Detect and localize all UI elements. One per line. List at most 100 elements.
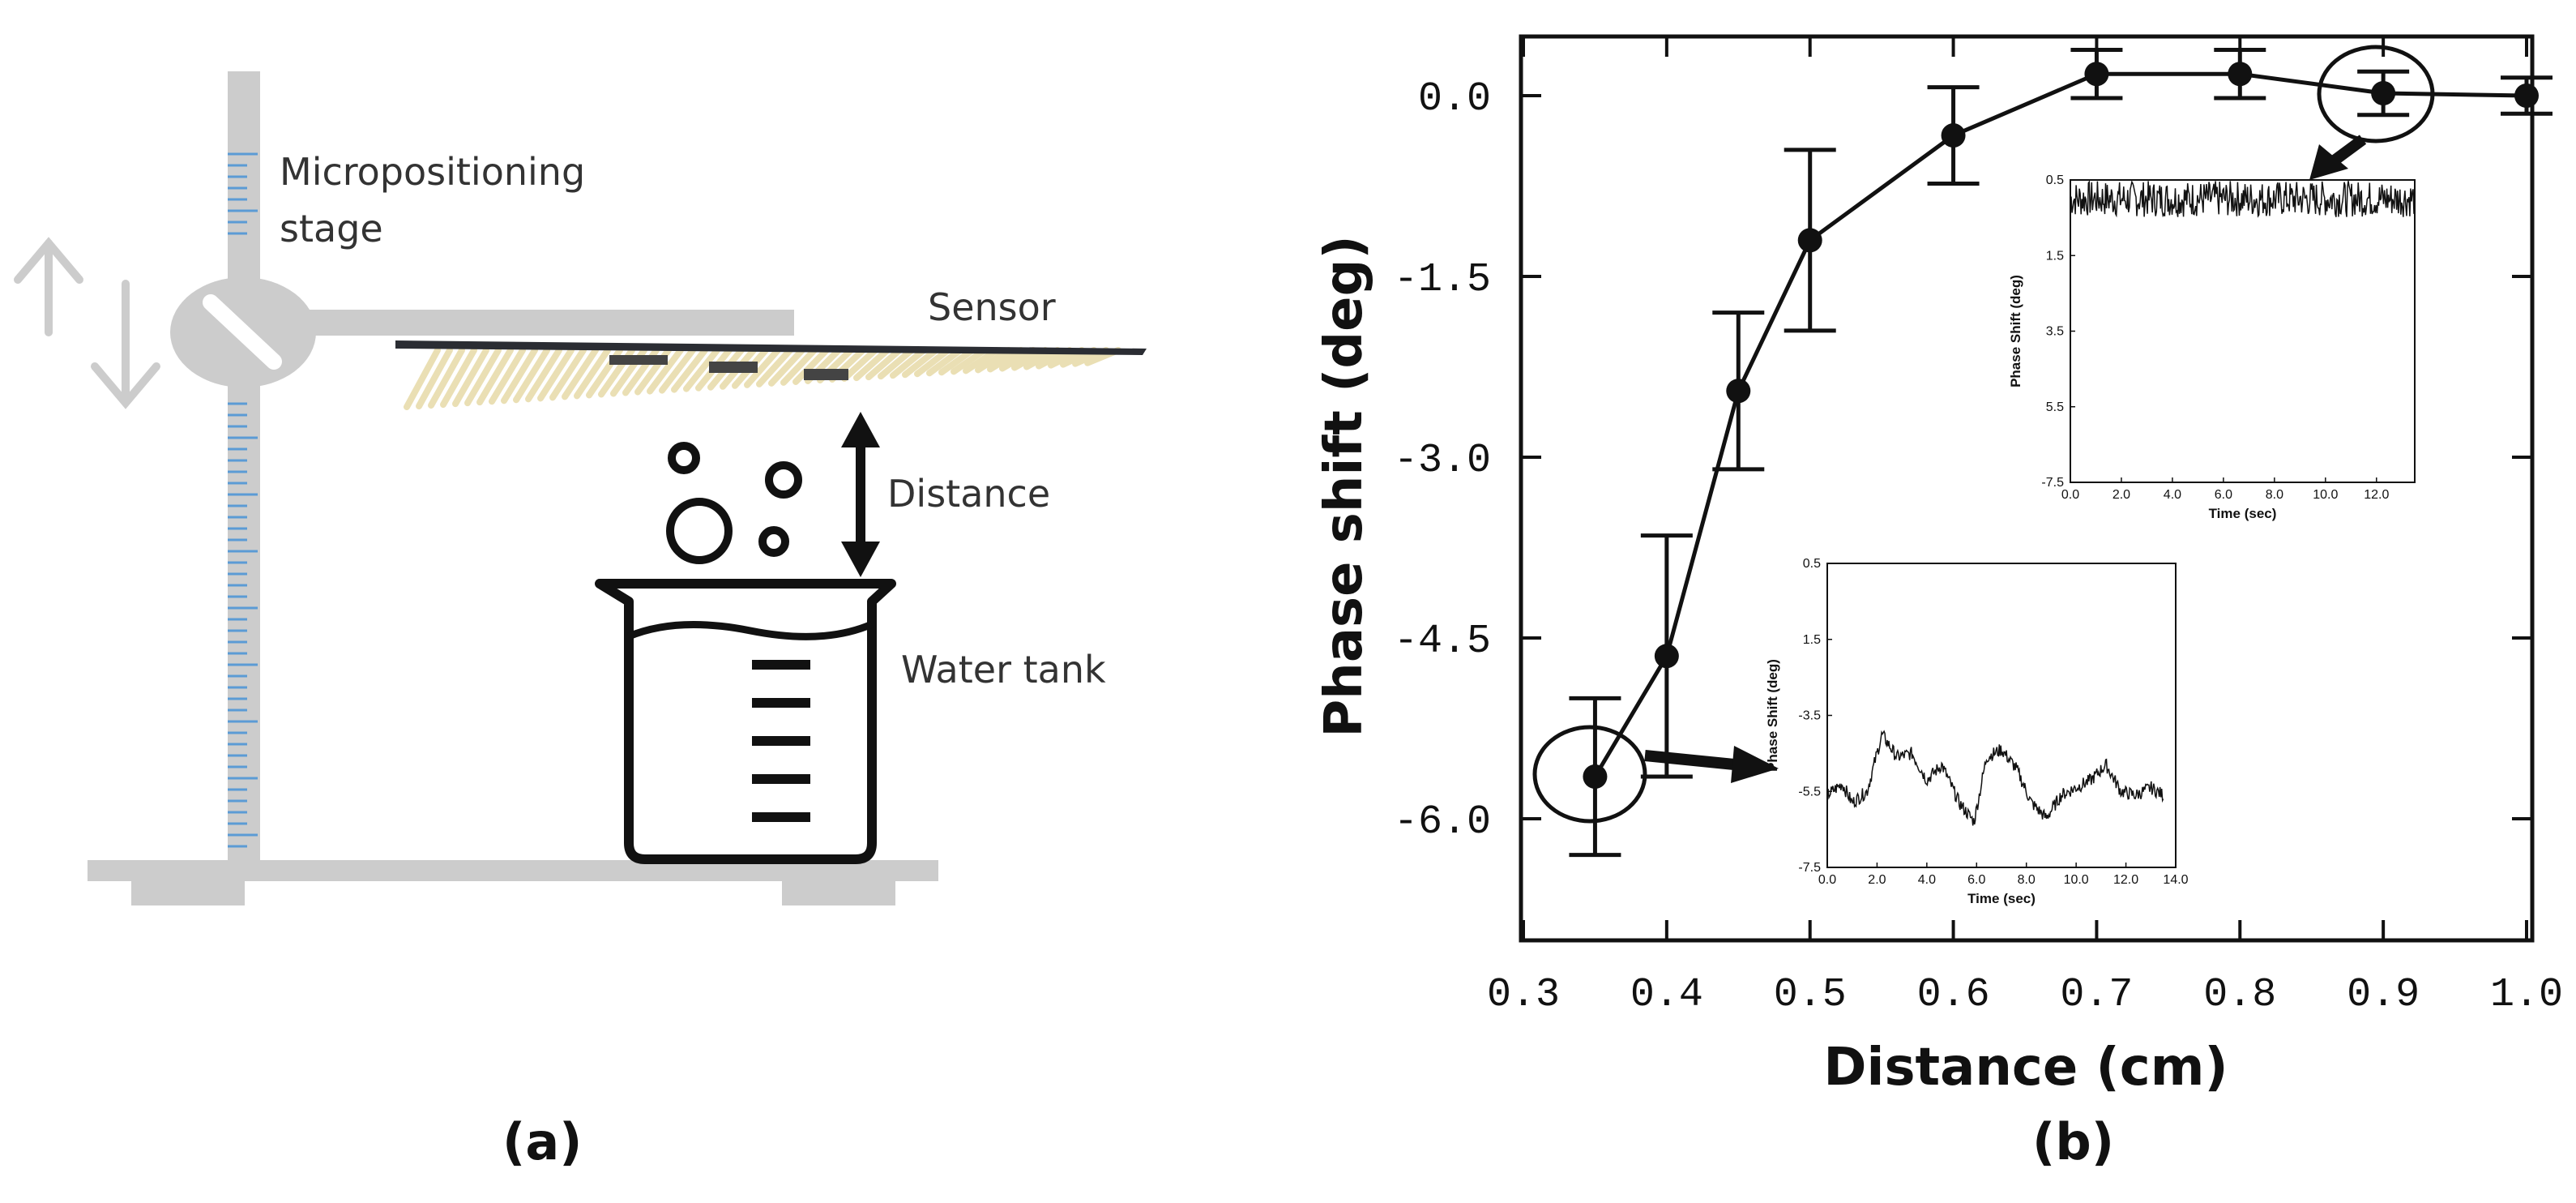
rod-scale [228,152,258,848]
sensor-finger [951,347,988,375]
inset-x-tick-label: 0.0 [2061,488,2079,502]
x-tick-label: 0.8 [2203,972,2276,1018]
inset-ylabel: Phase Shift (deg) [2008,275,2023,387]
up-down-arrows-icon [14,237,160,409]
sensor-finger [549,347,587,401]
inset-y-tick-label: 5.5 [2046,400,2064,414]
inset-x-tick-label: 10.0 [2313,488,2338,502]
inset-x-tick-label: 0.0 [1818,873,1836,887]
sensor-finger [841,347,878,383]
sensor-finger [878,347,915,380]
inset-x-tick-label: 6.0 [2215,488,2232,502]
sensor-label: Sensor [928,285,1056,329]
inset-y-tick-label: 1.5 [2046,249,2064,263]
data-point [2228,62,2253,87]
inset-x-tick-label: 4.0 [2164,488,2181,502]
inset-y-tick-label: 0.5 [1803,557,1821,571]
inset-x-tick-label: 6.0 [1967,873,1985,887]
distance-arrow-icon [841,412,880,577]
inset-xlabel: Time (sec) [1967,891,2036,906]
data-point [2371,81,2396,106]
y-tick-label: -1.5 [1394,257,1491,303]
inset-y-tick-label: -7.5 [2041,476,2064,490]
inset-x-tick-label: 8.0 [2018,873,2036,887]
sensor-finger [464,347,502,407]
y-tick-label: -6.0 [1394,799,1491,846]
inset-frame [2070,179,2416,483]
x-tick-label: 1.0 [2490,972,2563,1018]
sensor-finger [659,347,696,394]
pointer-arrow-low [1644,746,1779,783]
stand-arm [267,310,794,336]
sensor-finger [744,347,781,388]
x-tick-label: 0.3 [1487,972,1560,1018]
sensor-finger [440,347,477,409]
sensor-finger [501,347,538,405]
inset-lower-trace [1826,730,2164,826]
sensor-finger [926,347,963,377]
main-plot-frame [1519,34,2535,943]
sensor-finger [683,347,720,392]
data-point [2084,62,2109,87]
sensor-finger [671,347,708,393]
inset-y-tick-label: -3.5 [1798,709,1821,723]
sensor-finger [853,347,891,382]
main-ylabel: Phase shift (deg) [1314,235,1374,737]
highlight-ellipse-high [2317,45,2435,143]
distance-label: Distance [887,472,1050,516]
inset-xlabel: Time (sec) [2209,506,2277,521]
inset-upper-trace [2070,180,2416,218]
stage-label-2: stage [280,207,383,250]
inset-x-tick-label: 12.0 [2113,873,2138,887]
x-tick-label: 0.5 [1774,972,1847,1018]
sensor-board [395,340,1147,410]
y-tick-label: -3.0 [1394,438,1491,484]
x-tick-label: 0.9 [2347,972,2420,1018]
stand-foot-left [131,881,245,905]
data-point [1797,228,1822,253]
sensor-finger [902,347,939,379]
sensor-finger [452,347,489,408]
water-tank-icon [595,579,896,864]
inset-x-tick-label: 14.0 [2163,873,2188,887]
sensor-finger [525,347,562,403]
inset-x-tick-label: 12.0 [2364,488,2389,502]
sensor-finger [513,347,550,404]
inset-y-tick-label: -5.5 [1798,785,1821,798]
sensor-finger [865,347,903,381]
data-point [2514,83,2539,108]
sensor-finger [416,347,453,410]
panel-b-label: (b) [2032,1112,2114,1171]
x-tick-label: 0.4 [1630,972,1703,1018]
sensor-finger [938,347,976,376]
clamp-slot [203,294,282,370]
sensor-finger [574,347,611,400]
data-point [1654,644,1679,669]
sensor-finger [780,347,818,386]
sensor-finger [768,347,805,387]
sensor-finger [756,347,793,387]
highlight-ellipse-low [1532,725,1647,824]
sensor-finger [914,347,951,378]
inset-x-tick-label: 2.0 [2112,488,2130,502]
inset-ylabel: Phase Shift (deg) [1765,659,1780,772]
pointer-arrow-high [2309,135,2367,180]
sensor-finger [562,347,599,400]
y-tick-label: -4.5 [1394,619,1491,665]
main-xlabel: Distance (cm) [1823,1038,2228,1098]
sensor-finger [489,347,526,405]
sensor-finger [792,347,830,385]
stage-label: Micropositioning [280,150,585,194]
x-tick-label: 0.7 [2060,972,2133,1018]
data-point [1583,764,1608,789]
inset-x-tick-label: 10.0 [2064,873,2089,887]
inset-y-tick-label: -7.5 [1798,861,1821,875]
inset-x-tick-label: 4.0 [1918,873,1936,887]
panel-a-label: (a) [502,1112,583,1171]
data-point [1941,123,1966,148]
inset-x-tick-label: 8.0 [2266,488,2283,502]
sensor-finger [537,347,575,402]
